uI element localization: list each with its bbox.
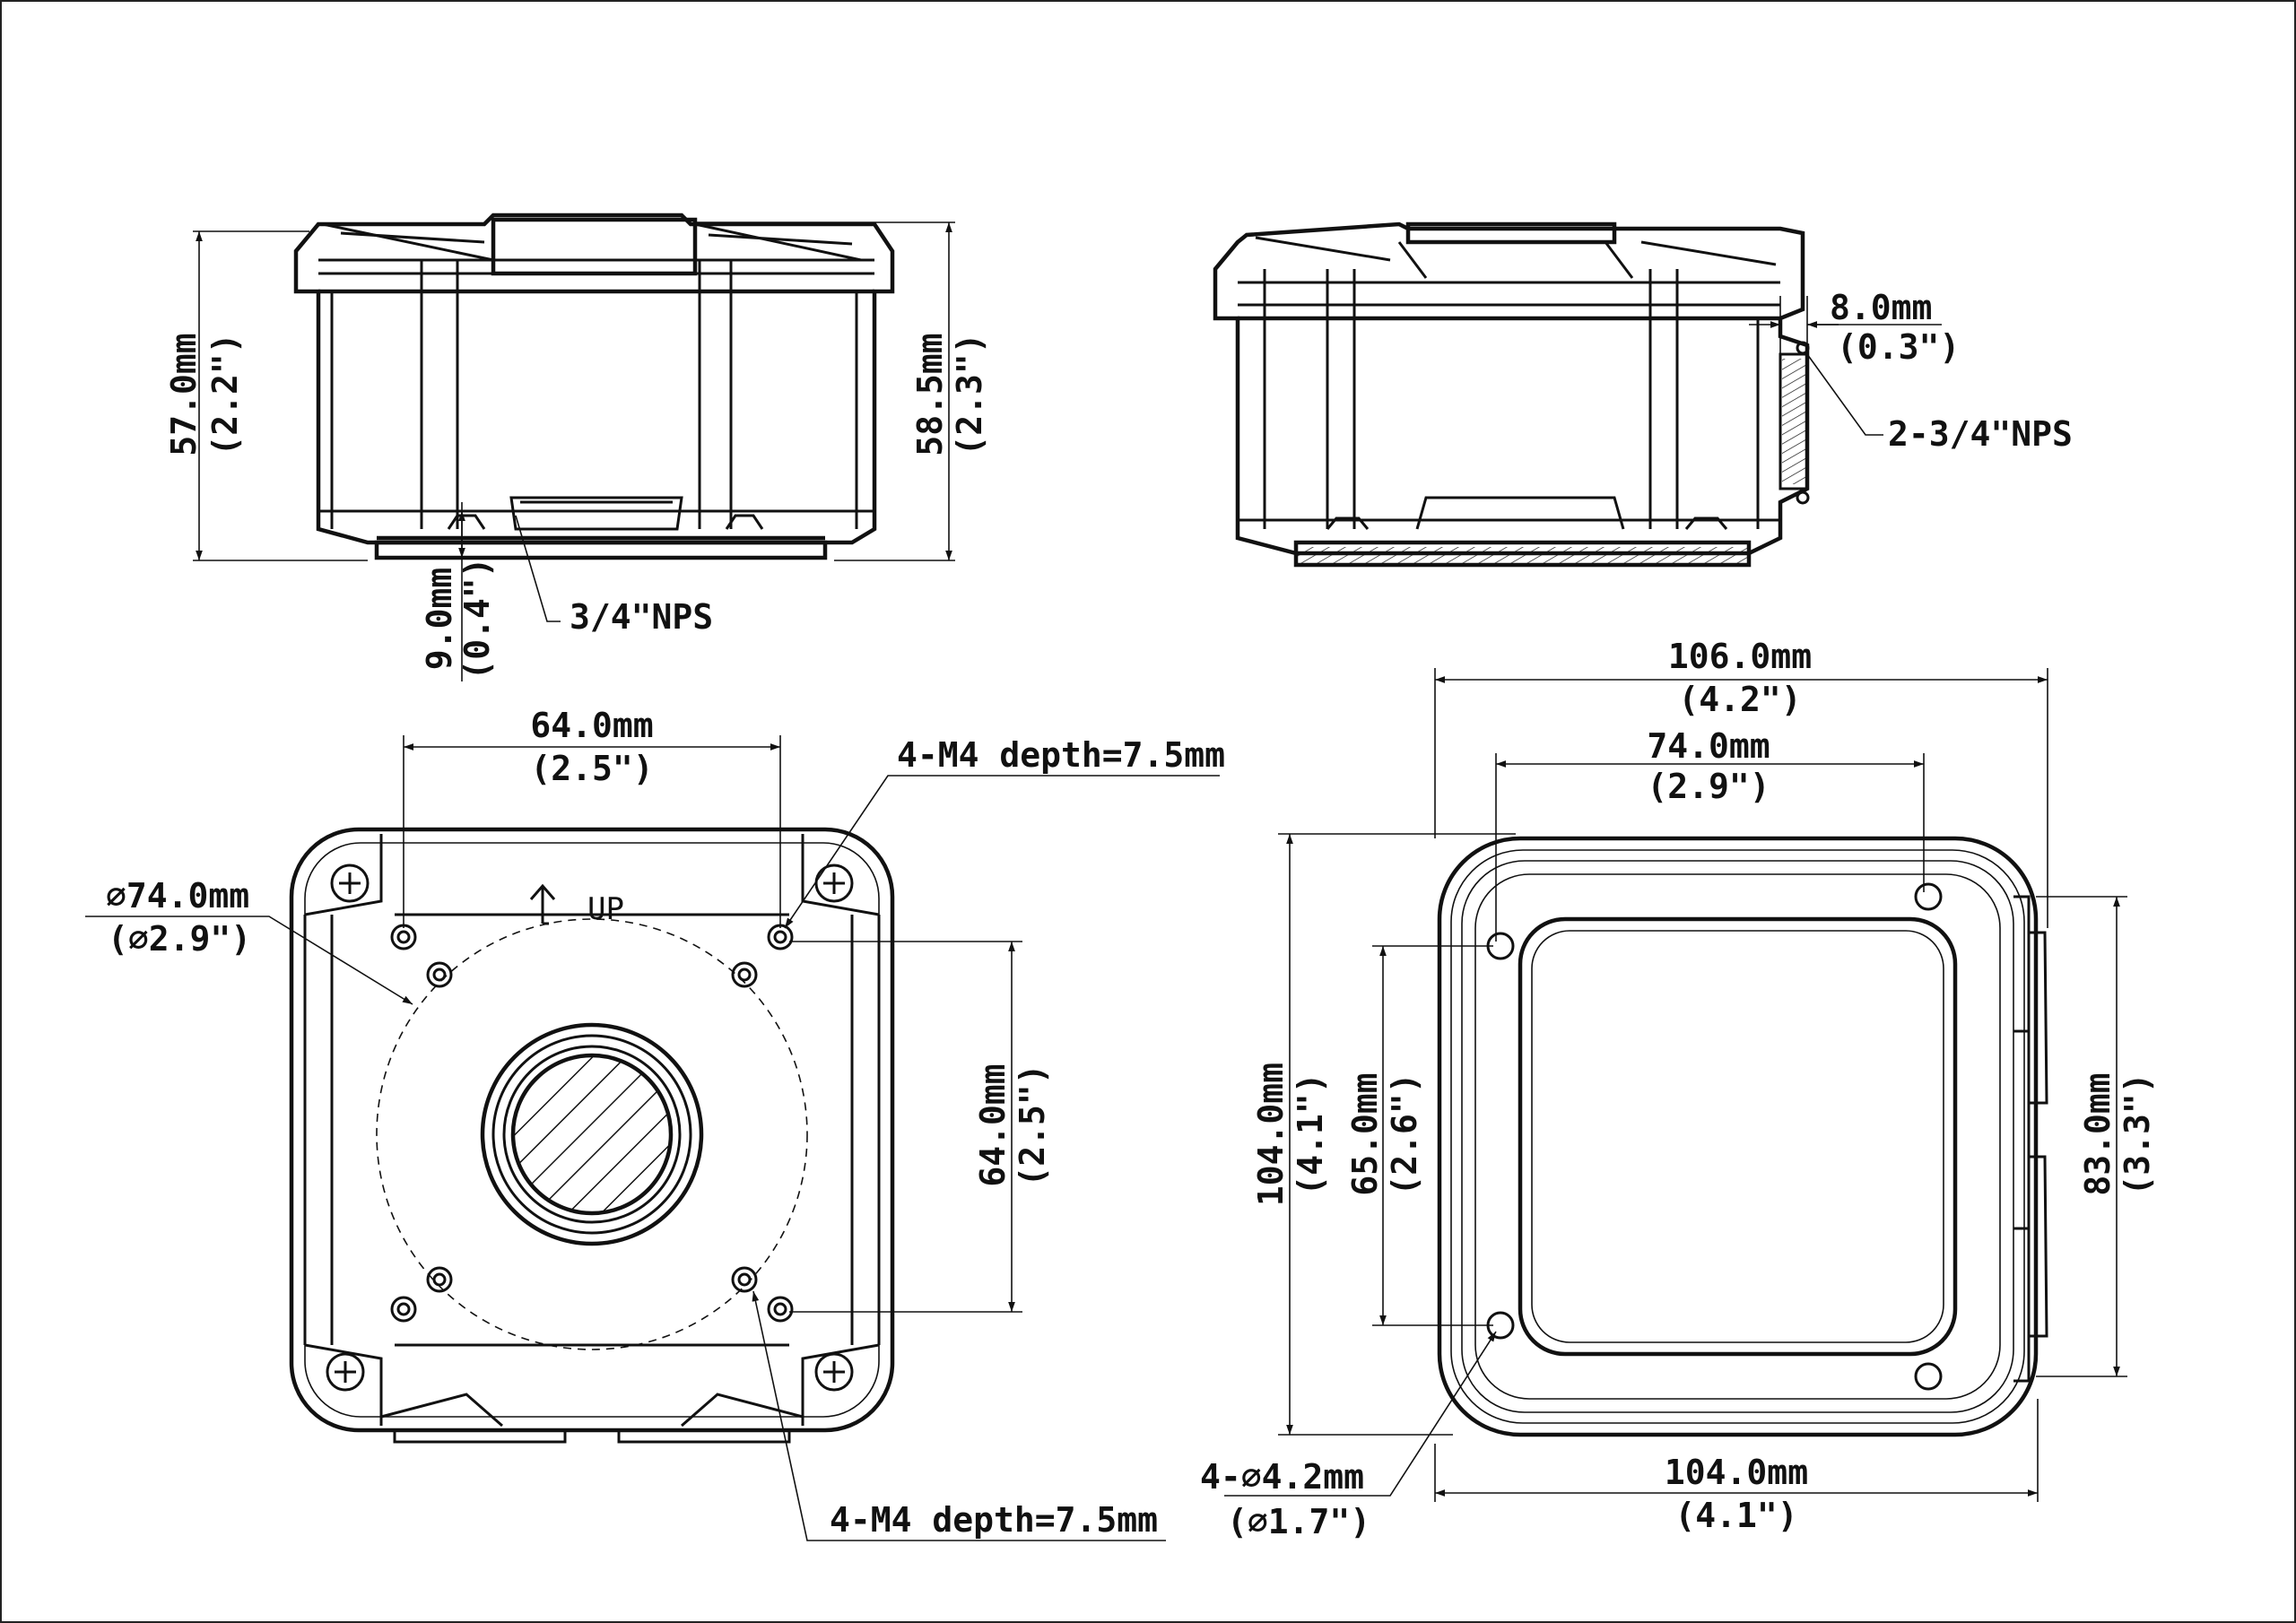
bottom-spacing-v-in: (2.5") <box>1013 1063 1052 1186</box>
side-view-thread-texture <box>1782 359 1805 484</box>
front-view: 57.0mm (2.2") 58.5mm (2.3") 9.0mm (0.4")… <box>164 213 989 681</box>
top-spacing-v-in: (2.6") <box>1385 1072 1424 1195</box>
top-view-outline <box>1437 836 2039 1437</box>
front-dim-right: 58.5mm (2.3") <box>695 221 989 561</box>
top-view-outline-2 <box>1450 849 2025 1424</box>
top-view-side-ports <box>2013 895 2048 1383</box>
screw-note-top-leader: 4-M4 depth=7.5mm <box>784 735 1225 929</box>
screw-icon-br <box>814 1352 854 1392</box>
bottom-spacing-v: 64.0mm <box>973 1063 1013 1186</box>
front-height-right: 58.5mm <box>910 333 950 456</box>
top-dim-hole-spacing-v: 65.0mm (2.6") <box>1345 945 1493 1326</box>
side-view-ribs <box>1238 236 1809 530</box>
up-arrow-icon <box>529 883 556 925</box>
base-width-in: (4.1") <box>1674 1496 1797 1535</box>
top-spacing-v: 65.0mm <box>1345 1072 1385 1195</box>
side-view-pin-top <box>1796 341 1810 355</box>
orientation-label: UP <box>587 891 624 927</box>
top-spacing-h: 74.0mm <box>1647 726 1770 766</box>
mounting-circle <box>376 918 808 1350</box>
top-view-window-inner <box>1531 930 1944 1343</box>
bottom-dim-vertical: 64.0mm (2.5") <box>789 941 1052 1313</box>
bottom-dim-horizontal: 64.0mm (2.5") <box>403 706 781 928</box>
side-thread-label: 2-3/4"NPS <box>1888 414 2073 454</box>
bottom-view-frame <box>303 834 881 1444</box>
screw-icon-tr <box>814 864 854 903</box>
front-dim-left: 57.0mm (2.2") <box>164 230 368 561</box>
front-bottom-offset-in: (0.4") <box>457 557 497 680</box>
side-view-outline <box>1213 221 1810 568</box>
top-dim-right-height: 83.0mm (3.3") <box>2036 896 2157 1377</box>
side-view-base-texture <box>1296 547 1749 565</box>
pipe-opening <box>480 1022 704 1246</box>
front-bottom-offset: 9.0mm <box>420 568 459 670</box>
top-spacing-h-in: (2.9") <box>1647 767 1770 806</box>
front-dim-bottom-offset: 9.0mm (0.4") 3/4"NPS <box>420 502 713 681</box>
overall-width: 106.0mm <box>1668 637 1812 676</box>
front-height-left: 57.0mm <box>164 333 204 456</box>
base-width: 104.0mm <box>1665 1453 1808 1492</box>
circle-diameter-in: (∅2.9") <box>108 919 251 959</box>
right-height: 83.0mm <box>2078 1072 2118 1195</box>
side-dim-offset: 8.0mm (0.3") 2-3/4"NPS <box>1749 288 2073 454</box>
top-dim-overall-height: 104.0mm (4.1") <box>1251 833 1516 1436</box>
top-dim-hole-spacing-h: 74.0mm (2.9") <box>1495 726 1925 942</box>
top-view-holes <box>1486 882 1943 1391</box>
screw-note-bottom-leader: 4-M4 depth=7.5mm <box>752 1290 1166 1541</box>
front-view-outline <box>293 213 895 560</box>
top-view: 106.0mm (4.2") 74.0mm (2.9") 104.0mm (4.… <box>1200 637 2157 1541</box>
top-view-outline-3 <box>1461 860 2014 1413</box>
front-thread-label: 3/4"NPS <box>570 597 713 637</box>
bottom-view-outline <box>289 827 895 1433</box>
front-view-ribs <box>318 222 874 531</box>
front-height-left-in: (2.2") <box>205 333 245 456</box>
side-offset: 8.0mm <box>1830 288 1932 327</box>
side-view: 8.0mm (0.3") 2-3/4"NPS <box>1213 221 2073 568</box>
overall-height-in: (4.1") <box>1291 1072 1330 1195</box>
hole-note: 4-∅4.2mm <box>1200 1457 1364 1497</box>
screw-icon-tl <box>330 864 370 903</box>
overall-width-in: (4.2") <box>1678 680 1801 719</box>
side-view-pin-bottom <box>1796 490 1810 505</box>
bottom-spacing-h: 64.0mm <box>530 706 653 745</box>
top-view-outline-4 <box>1474 873 2001 1400</box>
hole-note-in: (∅1.7") <box>1227 1502 1370 1541</box>
front-height-right-in: (2.3") <box>950 333 989 456</box>
top-dim-overall-width: 106.0mm (4.2") <box>1434 637 2048 928</box>
bottom-spacing-h-in: (2.5") <box>530 749 653 788</box>
top-view-window <box>1518 916 1958 1357</box>
bottom-view: UP 64.0mm (2.5") 64.0mm (2.5") ∅74.0mm (… <box>85 706 1225 1541</box>
top-dim-base-width: 104.0mm (4.1") <box>1434 1399 2039 1535</box>
side-offset-in: (0.3") <box>1837 327 1960 367</box>
bottom-dim-diameter: ∅74.0mm (∅2.9") <box>85 876 413 1005</box>
mount-holes <box>390 924 794 1323</box>
overall-height: 104.0mm <box>1251 1063 1291 1206</box>
top-hole-note-leader: 4-∅4.2mm (∅1.7") <box>1200 1331 1497 1541</box>
screw-note-bottom: 4-M4 depth=7.5mm <box>830 1500 1158 1540</box>
screw-note-top: 4-M4 depth=7.5mm <box>897 735 1225 775</box>
circle-diameter: ∅74.0mm <box>106 876 249 916</box>
right-height-in: (3.3") <box>2118 1072 2157 1195</box>
screw-icon-bl <box>326 1352 365 1392</box>
